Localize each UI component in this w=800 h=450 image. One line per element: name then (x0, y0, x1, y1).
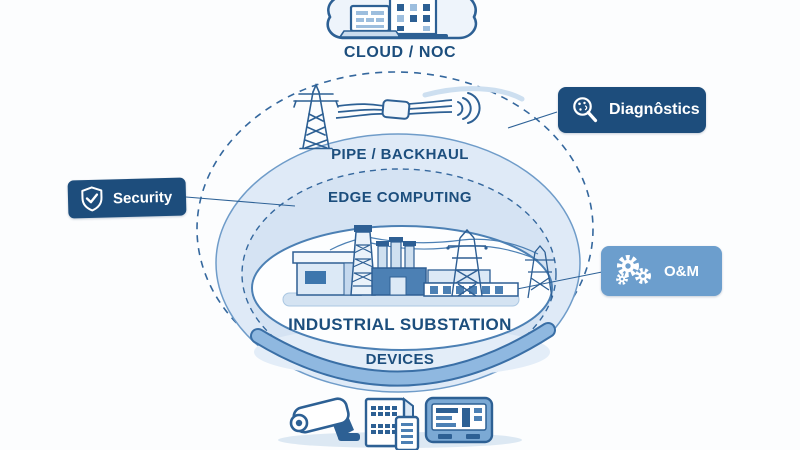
om-badge-label: O&M (664, 262, 699, 280)
cloud-datacenter-icon (326, 0, 478, 40)
connector-lines (185, 111, 603, 291)
server-phone-icon (364, 396, 420, 450)
security-connector-line (185, 196, 296, 207)
industrial-substation-label: INDUSTRIAL SUBSTATION (288, 315, 512, 334)
transmission-tower-large (446, 228, 488, 297)
gears-icon (616, 255, 651, 285)
wireless-signal-icon (457, 92, 481, 124)
edge-computing-label: EDGE COMPUTING (328, 189, 472, 206)
diagnostics-badge-label: Diagnôstics (609, 101, 700, 118)
om-connector-line (511, 271, 603, 291)
security-badge: Security (67, 177, 187, 219)
cctv-camera-icon (289, 397, 360, 441)
industrial-substation-illustration (282, 225, 555, 307)
transmission-tower-wireless-link-icon (293, 82, 525, 150)
factory-building (371, 237, 427, 296)
om-badge: O&M (601, 246, 722, 296)
substation-building-right (423, 269, 519, 297)
pipe-backhaul-label: PIPE / BACKHAUL (331, 146, 469, 163)
diagnostics-badge: Diagnôstics (558, 87, 706, 133)
cloud-noc-label: CLOUD / NOC (343, 44, 457, 61)
security-badge-label: Security (112, 188, 173, 207)
transmission-tower-small (525, 244, 555, 299)
diagnostics-connector-line (507, 111, 558, 129)
hmi-monitor-icon (424, 396, 494, 444)
devices-label: DEVICES (365, 351, 435, 368)
magnifier-icon (573, 97, 598, 123)
shield-check-icon (81, 186, 103, 212)
